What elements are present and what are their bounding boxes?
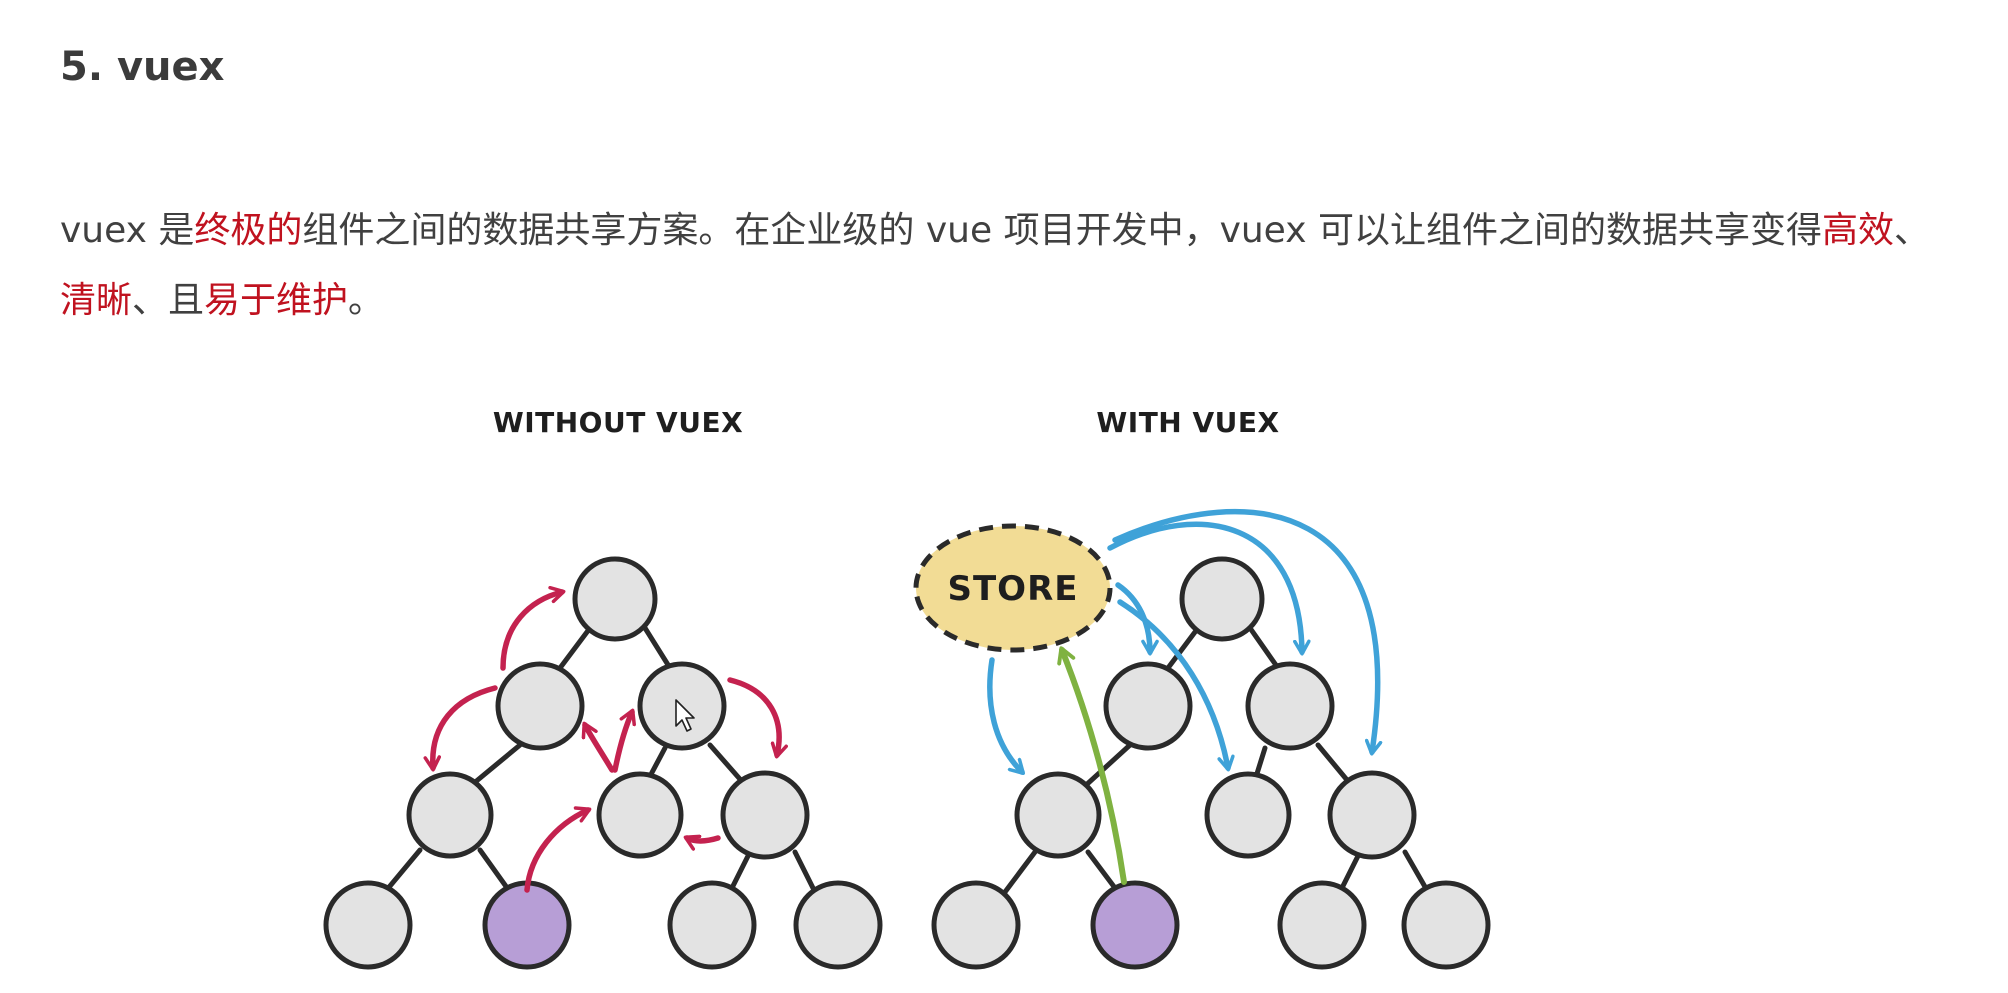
- tree-node: [1277, 880, 1367, 970]
- tree-node: [931, 880, 1021, 970]
- emphasis-maintainable: 易于维护: [204, 280, 349, 321]
- intro-text-3: 、: [1893, 210, 1930, 251]
- tree-node: [1327, 770, 1417, 860]
- tree-node: [596, 771, 684, 859]
- tree-node: [1401, 880, 1491, 970]
- tree-node: [1179, 556, 1265, 642]
- tree-node: [406, 771, 494, 859]
- section-heading: 5. vuex: [60, 44, 225, 90]
- tree-node: [1103, 661, 1193, 751]
- store-data-flow-arrows: [987, 508, 1383, 885]
- intro-text-5: 。: [348, 280, 385, 321]
- intro-text-1: vuex 是: [60, 210, 195, 251]
- tree-node: [323, 880, 413, 970]
- emphasis-clear: 清晰: [60, 280, 133, 321]
- store-label: STORE: [948, 569, 1079, 609]
- without-vuex-panel: WITHOUT VUEX: [323, 406, 883, 970]
- emphasis-ultimate: 终极的: [194, 210, 303, 251]
- highlighted-tree-node: [1090, 880, 1180, 970]
- left-data-flow-arrows: [423, 585, 788, 893]
- with-vuex-title: WITH VUEX: [1096, 406, 1279, 439]
- without-vuex-title: WITHOUT VUEX: [493, 406, 743, 439]
- mouse-cursor-icon: [675, 699, 695, 732]
- tree-node: [495, 661, 585, 751]
- tree-node: [720, 770, 810, 860]
- with-vuex-panel: WITH VUEX STORE: [913, 406, 1491, 970]
- tree-node: [572, 556, 658, 642]
- intro-paragraph: vuex 是终极的组件之间的数据共享方案。在企业级的 vue 项目开发中，vue…: [60, 196, 1960, 336]
- tree-node: [1245, 661, 1335, 751]
- emphasis-efficient: 高效: [1821, 210, 1894, 251]
- tree-node: [1014, 771, 1102, 859]
- left-tree-nodes: [323, 556, 883, 970]
- highlighted-tree-node: [482, 880, 572, 970]
- tree-node: [667, 880, 757, 970]
- tree-node: [793, 880, 883, 970]
- intro-text-4: 、且: [132, 280, 205, 321]
- right-tree-nodes: [931, 556, 1491, 970]
- store-bubble: STORE: [913, 523, 1113, 653]
- intro-text-2: 组件之间的数据共享方案。在企业级的 vue 项目开发中，vuex 可以让组件之间…: [302, 210, 1822, 251]
- tree-node: [1204, 771, 1292, 859]
